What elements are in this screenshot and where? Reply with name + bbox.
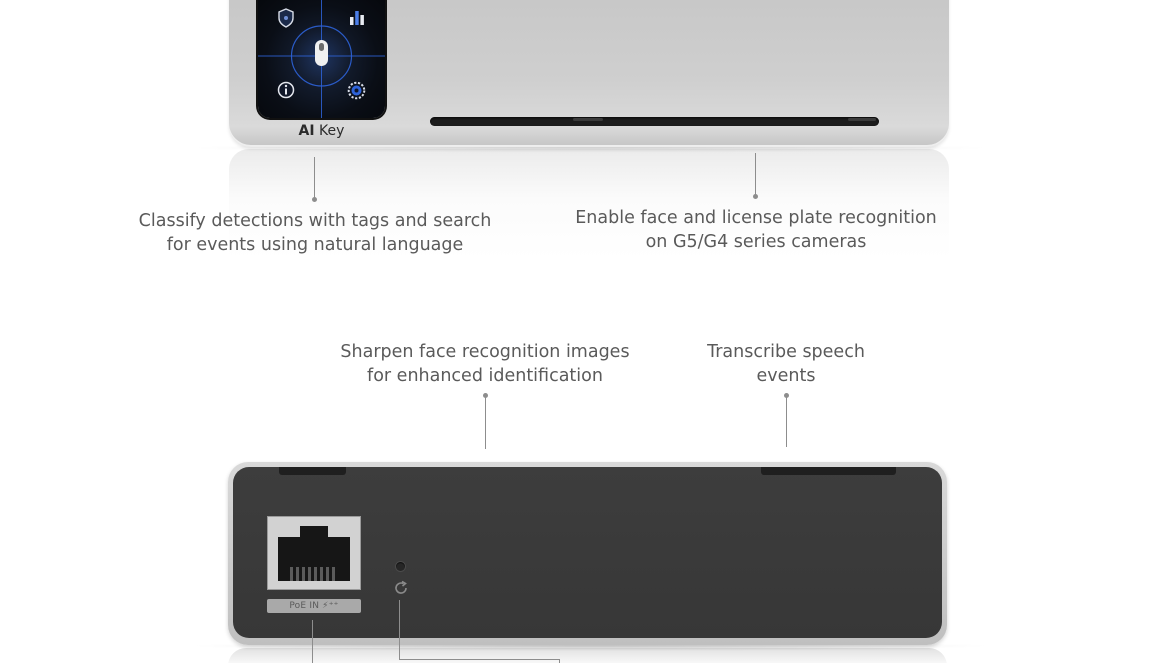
callout-line-1: Transcribe speech [707, 342, 865, 362]
callout-dot-transcribe [784, 393, 789, 398]
status-led-icon [396, 562, 405, 571]
callout-line-2: on G5/G4 series cameras [645, 232, 867, 252]
back-device-reflection [228, 648, 947, 663]
back-device-shadow [185, 641, 995, 651]
ethernet-port-icon[interactable] [267, 516, 361, 590]
callout-face-plate-recognition: Enable face and license plate recognitio… [556, 206, 956, 254]
poe-in-label: PoE IN ⚡⁺⁺ [267, 599, 361, 613]
callout-dot-sharpen [483, 393, 488, 398]
rear-vent-notch [761, 467, 896, 475]
reset-icon[interactable] [393, 580, 409, 596]
ai-key-label: AI Key [258, 123, 385, 139]
callout-line-poe [312, 620, 313, 663]
ai-key-label-bold: AI [298, 123, 315, 139]
info-icon [277, 81, 295, 99]
touch-screen[interactable] [258, 0, 385, 118]
callout-line-1: Sharpen face recognition images [340, 342, 630, 362]
ethernet-port-graphic [278, 526, 350, 581]
callout-line-2: for events using natural language [166, 235, 464, 255]
callout-dot-tags [312, 197, 317, 202]
ai-key-label-rest: Key [314, 123, 345, 139]
callout-line-2: for enhanced identification [367, 366, 603, 386]
callout-classify-detections: Classify detections with tags and search… [115, 209, 515, 257]
callout-line-sharpen [485, 396, 486, 449]
callout-transcribe-speech: Transcribe speech events [686, 340, 886, 388]
key-icon [315, 40, 328, 66]
callout-line-1: Enable face and license plate recognitio… [575, 208, 937, 228]
front-device-shadow [185, 143, 995, 153]
gear-icon [347, 81, 366, 100]
slot-segment [848, 118, 876, 121]
callout-line-recognition [755, 153, 756, 196]
callout-line-1: Classify detections with tags and search [138, 211, 492, 231]
front-vent-slot [430, 117, 879, 126]
callout-sharpen-face-images: Sharpen face recognition images for enha… [335, 340, 635, 388]
callout-line-reset-horizontal [399, 659, 560, 660]
callout-line-reset [399, 600, 400, 660]
callout-dot-recognition [753, 194, 758, 199]
callout-line-2: events [756, 366, 816, 386]
callout-line-reset-drop [559, 659, 560, 663]
callout-line-tags [314, 157, 315, 199]
shield-icon [278, 8, 294, 28]
slot-segment [573, 118, 603, 121]
bar-chart-icon [350, 11, 364, 25]
callout-line-transcribe [786, 396, 787, 447]
rear-vent-notch [279, 467, 346, 475]
front-device-reflection [229, 149, 949, 259]
